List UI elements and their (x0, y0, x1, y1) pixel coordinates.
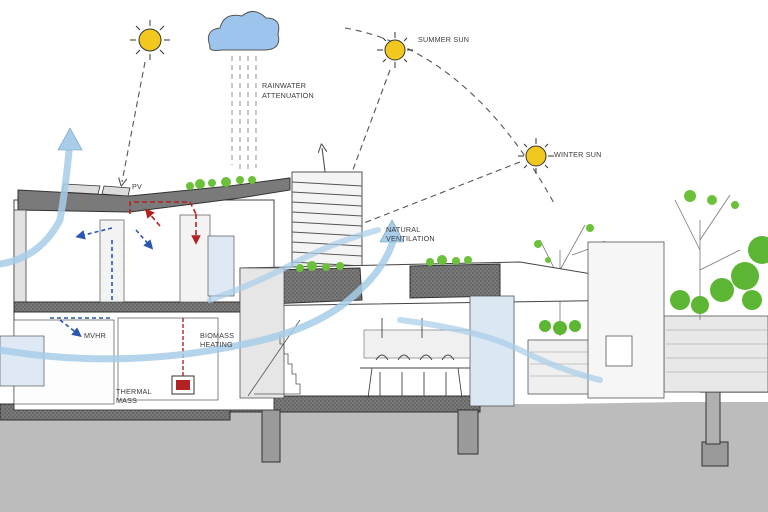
label-natural: NATURAL (386, 225, 420, 234)
sun-ray-pv (122, 61, 146, 182)
cloud-icon (207, 11, 280, 51)
label-pv: PV (132, 182, 142, 191)
label-ventilation: VENTILATION (386, 234, 435, 243)
rain-lines (231, 56, 257, 172)
tree-right (674, 190, 741, 320)
summer-sun-icon (377, 32, 413, 68)
winter-sun-icon (518, 138, 554, 174)
biomass-stove-icon (171, 318, 195, 395)
sun-icon (130, 20, 170, 60)
label-attenuation: ATTENUATION (262, 91, 314, 100)
label-mvhr: MVHR (84, 331, 106, 340)
label-biomass: BIOMASS (200, 331, 234, 340)
mvhr-airflow (50, 227, 154, 337)
airflow-arrowheads (57, 127, 405, 243)
ground (0, 391, 768, 512)
pv-panel (61, 183, 131, 197)
label-rainwater: RAINWATER (262, 81, 306, 90)
house-left-block (0, 177, 291, 411)
label-mass: MASS (116, 396, 137, 405)
label-winter-sun: WINTER SUN (554, 150, 602, 159)
label-summer-sun: SUMMER SUN (418, 35, 469, 44)
dining-table (360, 318, 470, 399)
label-thermal: THERMAL (116, 387, 152, 396)
summer-sun-path (344, 27, 556, 206)
green-roof-planting (186, 176, 472, 272)
label-heating: HEATING (200, 340, 233, 349)
natural-ventilation-airflow (0, 136, 603, 383)
hedge-planting (539, 236, 768, 335)
heat-circulation-flow (129, 201, 201, 245)
